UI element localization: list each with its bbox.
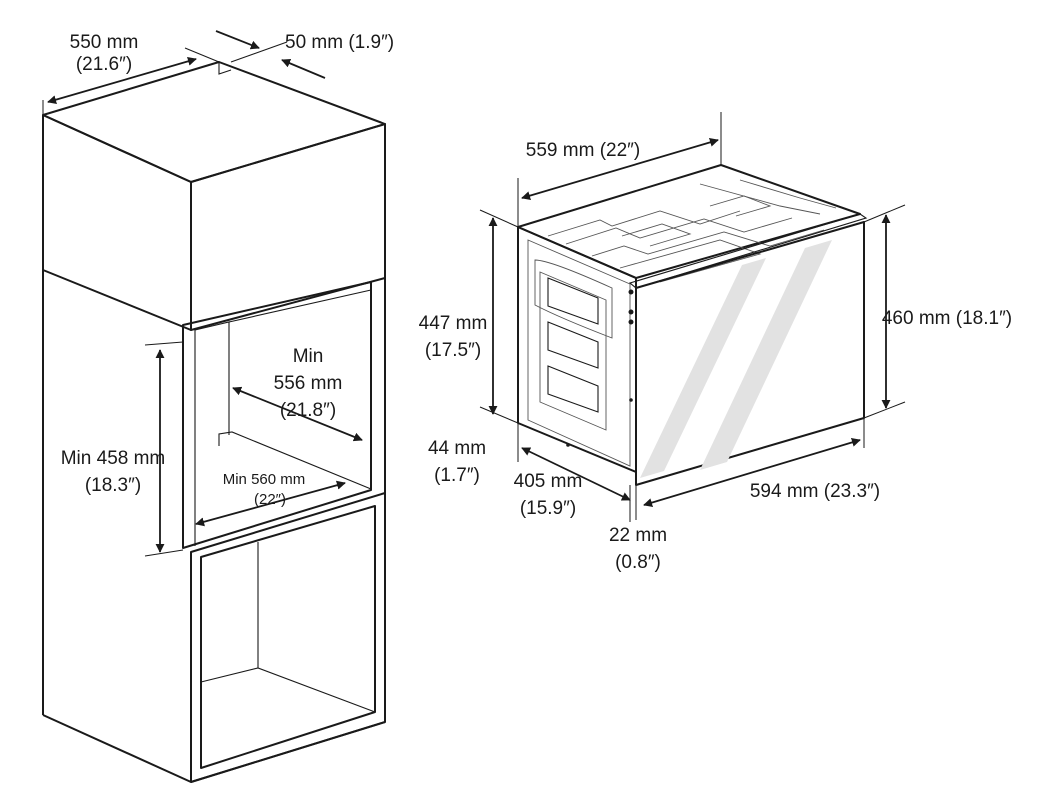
label-niche-width-mm: Min 560 mm: [223, 471, 306, 488]
ext-line: [863, 401, 906, 419]
top-pattern-line: [699, 183, 821, 215]
dim-arrow-rear-gap-left: [215, 30, 260, 50]
top-pattern-line: [547, 210, 741, 237]
cabinet-top-face: [42, 61, 386, 183]
appliance-side-face: [517, 226, 637, 473]
top-pattern-line: [565, 217, 793, 245]
side-panel: [547, 321, 599, 369]
top-pattern-line: [739, 179, 837, 209]
label-niche-height-in: (18.3″): [85, 475, 141, 496]
dim-arrow-niche-width: [195, 480, 346, 527]
label-front-thickness-in: (0.8″): [615, 552, 661, 573]
side-screw: [628, 309, 634, 315]
cabinet-upper-front-face: [190, 123, 386, 331]
dim-arrow-rear-gap-right: [281, 58, 326, 79]
top-pattern-line: [591, 229, 825, 257]
ext-line: [863, 204, 906, 223]
top-pattern-shape: [709, 195, 772, 217]
front-top-trim: [628, 213, 868, 289]
glass-reflection: [700, 240, 832, 470]
label-body-height-mm: 447 mm: [419, 313, 488, 334]
label-body-height-in: (17.5″): [425, 340, 481, 361]
dim-arrow-depth: [521, 137, 719, 201]
label-niche-depth-mm: 556 mm: [274, 373, 343, 394]
niche-opening: [182, 281, 372, 549]
label-rear-gap: 50 mm (1.9″): [285, 32, 394, 53]
label-front-width: 594 mm (23.3″): [750, 481, 880, 502]
ext-line: [184, 47, 220, 63]
dim-arrow-body-depth: [521, 447, 631, 501]
label-niche-height-mm: Min 458 mm: [61, 448, 166, 469]
side-panel-outline: [539, 271, 607, 431]
label-bottom-offset-mm: 44 mm: [428, 438, 486, 459]
label-niche-depth-in: (21.8″): [280, 400, 336, 421]
ext-line: [144, 549, 184, 557]
side-embossing: [534, 259, 613, 339]
cabinet-rear-step: [218, 62, 232, 75]
niche-back-top: [228, 289, 372, 323]
ext-line: [230, 41, 288, 63]
label-front-height: 460 mm (18.1″): [882, 308, 1012, 329]
cabinet-drawing: 550 mm (21.6″) 50 mm (1.9″) Min 556 mm (…: [42, 30, 394, 783]
cabinet-bottom-left-edge: [42, 714, 192, 783]
top-pattern-shape: [621, 223, 692, 247]
dim-arrow-niche-depth: [232, 386, 363, 442]
label-top-width-in: (21.6″): [76, 54, 132, 75]
side-screw: [628, 289, 634, 295]
dim-arrow-top-width: [47, 56, 197, 105]
label-niche-depth-min: Min: [293, 346, 324, 367]
label-body-depth-mm: 405 mm: [514, 471, 583, 492]
lower-compartment-opening: [200, 505, 376, 769]
side-panel: [547, 365, 599, 413]
side-screw: [566, 443, 570, 447]
label-niche-width-in: (22″): [254, 491, 286, 508]
label-front-thickness-mm: 22 mm: [609, 525, 667, 546]
side-screw: [629, 398, 633, 402]
appliance-drawing: 559 mm (22″) 447 mm (17.5″) 460 mm (18.1…: [419, 112, 1012, 573]
ext-line: [144, 341, 184, 346]
cabinet-upper-left-face: [42, 114, 192, 331]
niche-back-left: [194, 321, 230, 435]
lower-compartment-floor: [200, 667, 376, 713]
niche-floor-edge: [218, 431, 372, 490]
glass-reflection: [640, 258, 766, 478]
side-panel: [547, 277, 599, 325]
label-bottom-offset-in: (1.7″): [434, 465, 480, 486]
label-top-width-mm: 550 mm: [70, 32, 139, 53]
dim-arrow-front-width: [643, 438, 861, 507]
label-body-depth-in: (15.9″): [520, 498, 576, 519]
ext-line: [479, 406, 519, 424]
top-pattern-line: [619, 239, 762, 283]
label-depth: 559 mm (22″): [526, 140, 640, 161]
side-screw: [628, 319, 634, 325]
ext-line: [479, 209, 519, 228]
